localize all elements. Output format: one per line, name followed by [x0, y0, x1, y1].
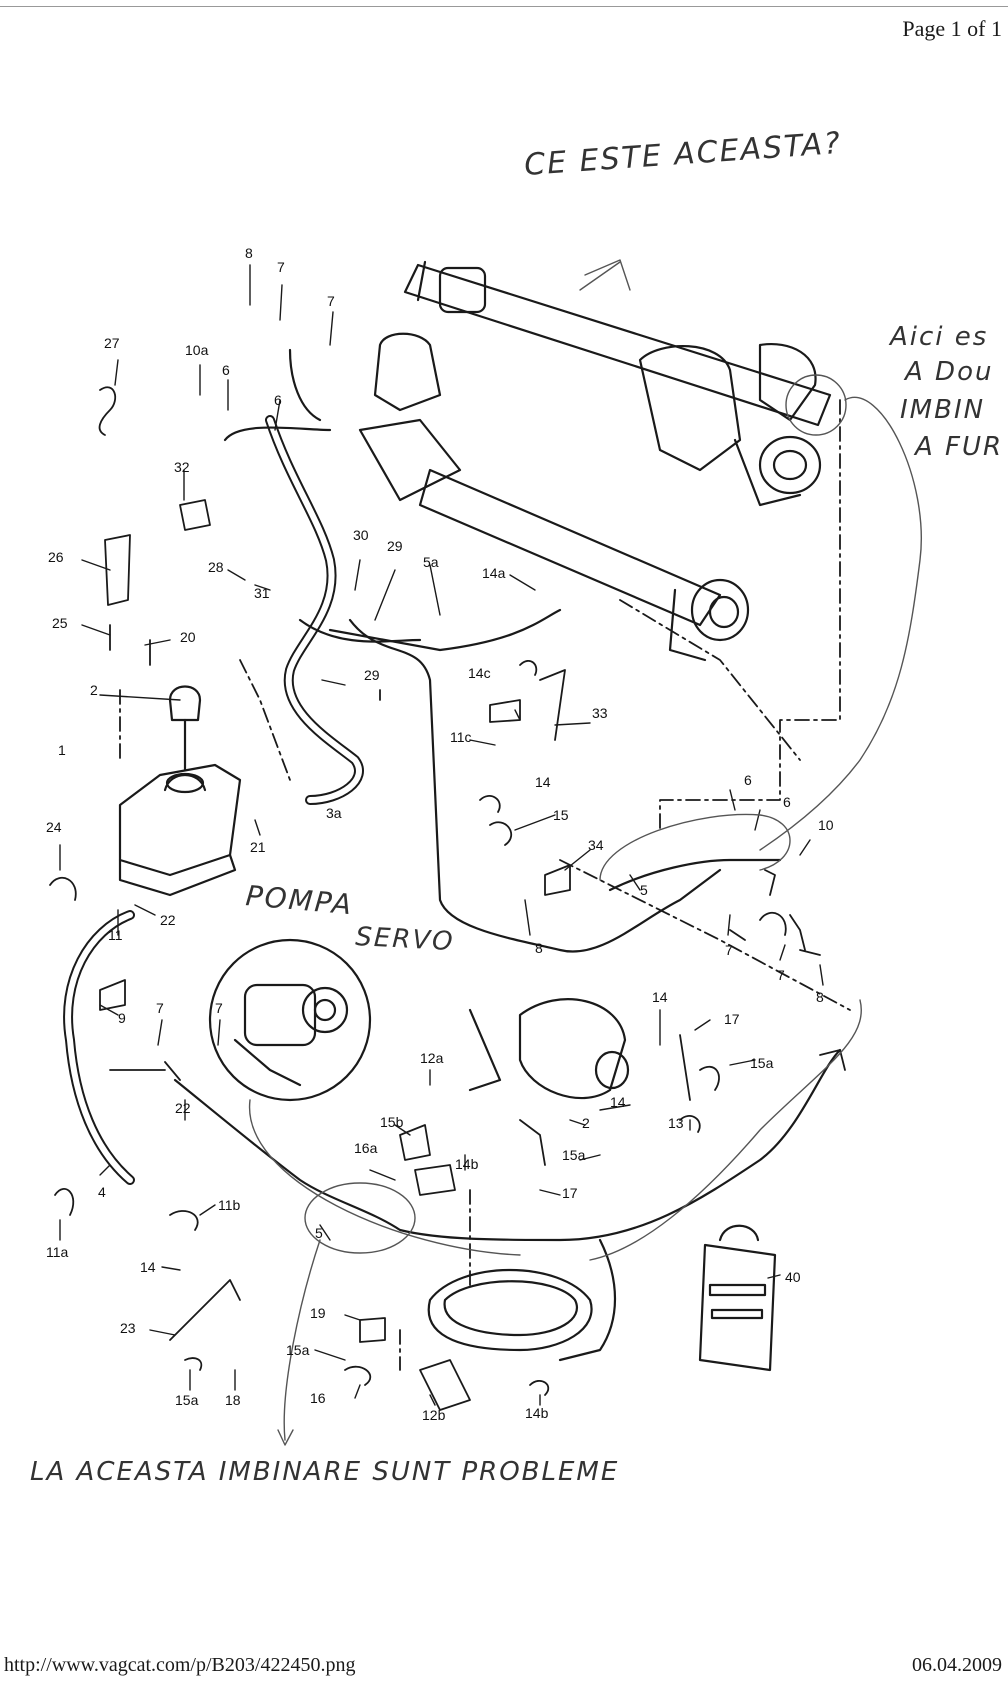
callout-label: 40: [785, 1269, 801, 1285]
callout-label: 6: [222, 362, 230, 378]
callout-label: 15: [553, 807, 569, 823]
callout-label: 13: [668, 1115, 684, 1131]
callout-label: 18: [225, 1392, 241, 1408]
callout-label: 21: [250, 839, 266, 855]
callout-label: 16a: [354, 1140, 378, 1156]
callout-label: 14a: [482, 565, 506, 581]
callout-label: 15a: [562, 1147, 586, 1163]
fluid-reservoir: [118, 685, 242, 897]
callout-label: 14: [535, 774, 551, 790]
handwritten-note-line-3: IMBIN: [900, 395, 985, 425]
callout-label: 6: [274, 392, 282, 408]
callout-label: 24: [46, 819, 62, 835]
callout-label: 15a: [750, 1055, 774, 1071]
callout-label: 1: [58, 742, 66, 758]
callout-label: 25: [52, 615, 68, 631]
callout-label: 14b: [455, 1156, 479, 1172]
callout-label: 17: [562, 1185, 578, 1201]
top-rule: [0, 6, 1008, 7]
handwritten-pump-label: POMPA: [244, 879, 354, 921]
callout-label: 11c: [450, 729, 472, 745]
callout-label: 8: [245, 245, 253, 261]
callout-label: 19: [310, 1305, 326, 1321]
callout-label: 29: [364, 667, 380, 683]
callout-label: 7: [277, 259, 285, 275]
source-url: http://www.vagcat.com/p/B203/422450.png: [4, 1654, 356, 1676]
handwritten-note-line-2: A Dou: [903, 357, 993, 387]
callout-label: 3a: [326, 805, 342, 821]
handwritten-marks: [249, 259, 922, 1446]
handwritten-note-line-1: Aici es: [888, 322, 988, 352]
callout-label: 8: [535, 940, 543, 956]
callout-label: 20: [180, 629, 196, 645]
callout-label: 14b: [525, 1405, 549, 1421]
callout-label: 22: [160, 912, 176, 928]
callout-label: 33: [592, 705, 608, 721]
callout-label: 12b: [422, 1407, 446, 1423]
hose-lines: [63, 348, 842, 1362]
callout-label: 26: [48, 549, 64, 565]
callout-label: 15a: [286, 1342, 310, 1358]
callout-label: 7: [156, 1000, 164, 1016]
callout-label: 7: [327, 293, 335, 309]
callout-label: 2: [582, 1115, 590, 1131]
callout-label: 32: [174, 459, 190, 475]
callout-label: 14c: [468, 665, 491, 681]
small-parts: [49, 386, 846, 1411]
callout-label: 6: [783, 794, 791, 810]
callout-label: 2: [90, 682, 98, 698]
handwritten-question: CE ESTE ACEASTA?: [523, 126, 843, 183]
callout-label: 27: [104, 335, 120, 351]
callout-label: 17: [724, 1011, 740, 1027]
handwritten-bottom-note: LA ACEASTA IMBINARE SUNT PROBLEME: [30, 1457, 619, 1487]
callout-label: 15a: [175, 1392, 199, 1408]
handwritten-servo-label: SERVO: [355, 922, 456, 957]
handwritten-annotations: CE ESTE ACEASTA? Aici es A Dou IMBIN A F…: [30, 126, 1003, 1487]
callout-label: 10: [818, 817, 834, 833]
callout-label: 15b: [380, 1114, 404, 1130]
filter-canister: [468, 998, 630, 1100]
callout-label: 22: [175, 1100, 191, 1116]
callout-label: 7: [777, 967, 785, 983]
leader-lines: [59, 264, 824, 1406]
callout-label: 5a: [423, 554, 439, 570]
page-number-label: Page 1 of 1: [902, 16, 1002, 41]
oil-can: [698, 1224, 777, 1372]
callout-label: 5: [640, 882, 648, 898]
callout-label: 8: [816, 989, 824, 1005]
callout-labels: 8 7 7 27 10a 6 6 32 26 28 31 30 29 5a 14…: [46, 245, 834, 1423]
callout-label: 23: [120, 1320, 136, 1336]
callout-label: 6: [744, 772, 752, 788]
steering-rack: [358, 260, 832, 662]
callout-label: 11b: [218, 1197, 241, 1213]
callout-label: 30: [353, 527, 369, 543]
callout-label: 16: [310, 1390, 326, 1406]
callout-label: 14: [652, 989, 668, 1005]
callout-label: 5: [315, 1225, 323, 1241]
callout-label: 11a: [46, 1244, 69, 1260]
callout-label: 7: [725, 942, 733, 958]
reference-lines: [119, 399, 851, 1371]
pump-inset: [208, 938, 372, 1102]
callout-label: 4: [98, 1184, 106, 1200]
callout-label: 11: [108, 927, 123, 943]
callout-label: 14: [140, 1259, 156, 1275]
print-date: 06.04.2009: [912, 1654, 1002, 1676]
callout-label: 34: [588, 837, 604, 853]
callout-label: 28: [208, 559, 224, 575]
callout-label: 31: [254, 585, 270, 601]
handwritten-note-line-4: A FUR: [913, 432, 1003, 462]
callout-label: 7: [215, 1000, 223, 1016]
callout-label: 12a: [420, 1050, 444, 1066]
callout-label: 9: [118, 1010, 126, 1026]
callout-label: 10a: [185, 342, 209, 358]
callout-label: 29: [387, 538, 403, 554]
callout-label: 14: [610, 1094, 626, 1110]
